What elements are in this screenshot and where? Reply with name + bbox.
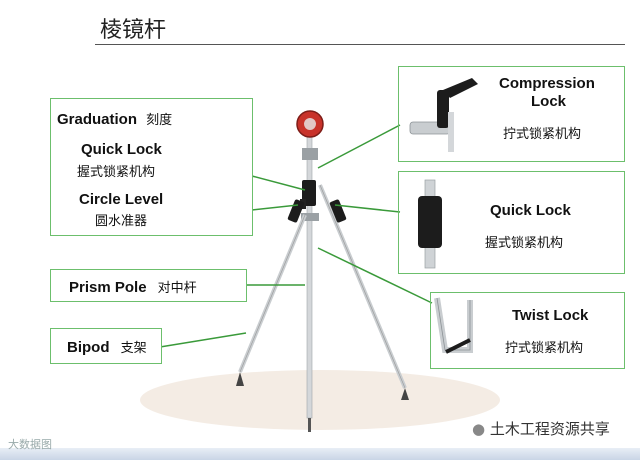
twist-lock-label-cn: 拧式锁紧机构 — [505, 341, 584, 356]
circle-level-label-cn: 圆水准器 — [95, 214, 148, 229]
floor-shadow — [140, 370, 500, 430]
callout-bipod: Bipod 支架 — [50, 328, 162, 364]
compression-lock-closeup — [409, 78, 478, 152]
leader-lines — [159, 124, 433, 348]
wechat-icon: ● — [472, 420, 486, 438]
page-title: 棱镜杆 — [100, 18, 167, 43]
quick-lock-left-label: Quick Lock — [81, 141, 162, 158]
quick-lock-closeup — [418, 179, 442, 269]
callout-quick-lock-right: Quick Lock 握式锁紧机构 — [398, 171, 625, 274]
quick-lock-right-label: Quick Lock — [490, 202, 571, 219]
prism-pole-label: Prism Pole — [69, 279, 147, 296]
quick-lock-right-label-cn: 握式锁紧机构 — [485, 236, 564, 251]
watermark-right: ● 土木工程资源共享 — [472, 418, 610, 439]
callout-left-group: Graduation 刻度 Quick Lock 握式锁紧机构 Circle L… — [50, 98, 253, 236]
compression-lock-label-cn: 拧式锁紧机构 — [503, 127, 582, 142]
callout-compression-lock: Compression Lock 拧式锁紧机构 — [398, 66, 625, 162]
watermark-right-text: 土木工程资源共享 — [489, 420, 610, 438]
twist-lock-closeup — [434, 297, 473, 354]
quick-lock-left-label-cn: 握式锁紧机构 — [77, 165, 156, 180]
bipod-label: Bipod — [67, 339, 110, 356]
prism-pole-label-cn: 对中杆 — [157, 281, 197, 296]
circle-level-label: Circle Level — [79, 191, 164, 208]
bipod-legs — [236, 184, 409, 400]
footer-band — [0, 448, 640, 460]
twist-lock-label: Twist Lock — [512, 307, 589, 324]
watermark-left: 大数据图 — [8, 438, 52, 451]
callout-prism-pole: Prism Pole 对中杆 — [50, 269, 247, 302]
graduation-label-cn: 刻度 — [146, 113, 173, 128]
compression-lock-label-line1: Compression — [499, 75, 595, 92]
bipod-label-cn: 支架 — [120, 341, 147, 356]
callout-twist-lock: Twist Lock 拧式锁紧机构 — [430, 292, 625, 369]
title-underline — [95, 44, 625, 45]
main-pole — [296, 110, 324, 432]
compression-lock-label-line2: Lock — [531, 93, 567, 110]
graduation-label: Graduation — [57, 111, 138, 128]
